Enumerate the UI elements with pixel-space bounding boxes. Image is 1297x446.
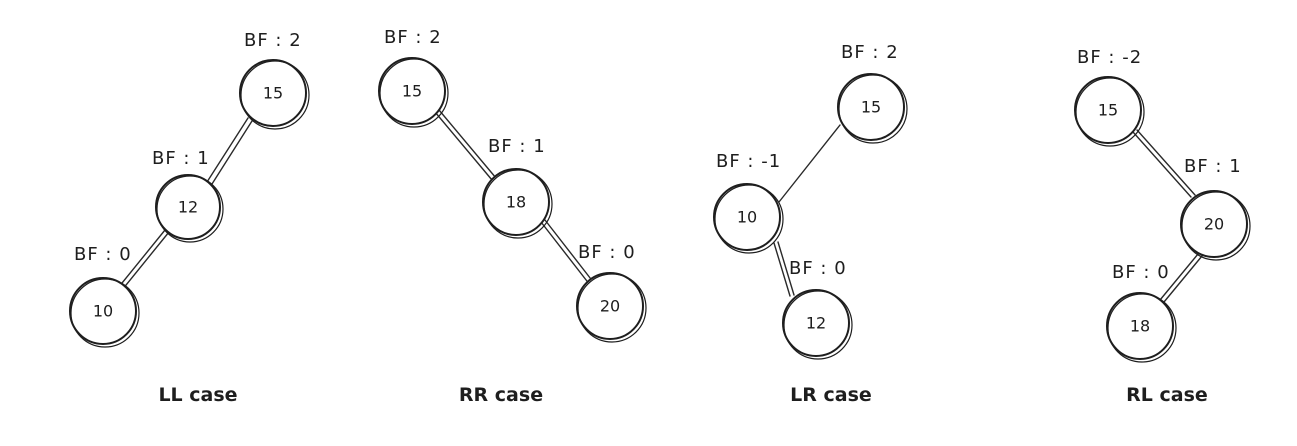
lr-case-group: 15 BF : 2 10 BF : -1 12 BF : 0 LR case	[713, 42, 908, 406]
lr-edge-10-12	[773, 242, 791, 297]
rl-node-middle-bf-label: BF : 1	[1184, 156, 1242, 177]
rr-edge-15-18	[434, 111, 493, 181]
ll-node-leaf-bf-label: BF : 0	[74, 244, 132, 265]
lr-node-leaf-value: 12	[806, 314, 826, 333]
lr-node-middle: 10	[713, 183, 784, 254]
lr-node-leaf: 12	[782, 289, 853, 360]
rl-node-leaf: 18	[1106, 292, 1177, 363]
ll-edge-15-12-sketch	[211, 120, 253, 185]
rl-node-middle: 20	[1180, 190, 1251, 261]
rl-case-group: 15 BF : -2 20 BF : 1 18 BF : 0 RL case	[1074, 47, 1251, 406]
rl-node-root: 15	[1074, 76, 1145, 147]
lr-node-middle-value: 10	[737, 208, 757, 227]
rl-node-middle-value: 20	[1204, 215, 1224, 234]
rr-node-root-value: 15	[402, 82, 422, 101]
rr-node-leaf-bf-label: BF : 0	[578, 242, 636, 263]
rl-node-leaf-value: 18	[1130, 317, 1150, 336]
rr-node-middle-value: 18	[506, 193, 526, 212]
ll-node-middle-value: 12	[178, 198, 198, 217]
rl-node-leaf-bf-label: BF : 0	[1112, 262, 1170, 283]
lr-edge-15-10	[778, 124, 841, 203]
lr-case-label: LR case	[790, 384, 872, 406]
ll-edge-15-12	[206, 117, 249, 183]
ll-node-root-bf-label: BF : 2	[244, 30, 302, 51]
rr-case-label: RR case	[459, 384, 543, 406]
rl-node-root-value: 15	[1098, 101, 1118, 120]
rl-edge-15-20-sketch	[1136, 129, 1196, 196]
lr-node-leaf-bf-label: BF : 0	[789, 258, 847, 279]
rr-node-root-bf-label: BF : 2	[384, 27, 442, 48]
rl-case-label: RL case	[1126, 384, 1208, 406]
ll-node-middle-bf-label: BF : 1	[152, 148, 210, 169]
lr-node-root: 15	[837, 73, 908, 144]
rr-node-middle-bf-label: BF : 1	[488, 136, 546, 157]
ll-edge-12-10	[117, 229, 166, 289]
lr-edge-10-12-sketch	[777, 241, 795, 296]
rr-node-leaf-value: 20	[600, 297, 620, 316]
lr-node-middle-bf-label: BF : -1	[716, 151, 781, 172]
lr-node-root-value: 15	[861, 98, 881, 117]
rr-case-group: 15 BF : 2 18 BF : 1 20 BF : 0 RR case	[378, 27, 647, 406]
ll-node-leaf: 10	[69, 277, 140, 348]
ll-case-group: 15 BF : 2 12 BF : 1 10 BF : 0 LL case	[69, 30, 310, 406]
rl-edge-20-18-sketch	[1163, 255, 1203, 303]
rr-edge-18-20-sketch	[544, 219, 595, 284]
rr-node-root: 15	[378, 57, 449, 128]
rr-edge-15-18-sketch	[438, 109, 497, 179]
rl-edge-20-18	[1159, 253, 1199, 301]
ll-node-middle: 12	[155, 174, 224, 243]
ll-node-root-value: 15	[263, 84, 283, 103]
lr-node-root-bf-label: BF : 2	[841, 42, 899, 63]
ll-node-root: 15	[239, 59, 310, 130]
rl-node-root-bf-label: BF : -2	[1077, 47, 1142, 68]
rl-edge-15-20	[1132, 131, 1192, 198]
ll-edge-12-10-sketch	[121, 231, 170, 291]
ll-node-leaf-value: 10	[93, 302, 113, 321]
rr-edge-18-20	[540, 221, 591, 286]
ll-case-label: LL case	[158, 384, 237, 406]
rr-node-leaf: 20	[576, 272, 647, 343]
rr-node-middle: 18	[482, 168, 553, 239]
